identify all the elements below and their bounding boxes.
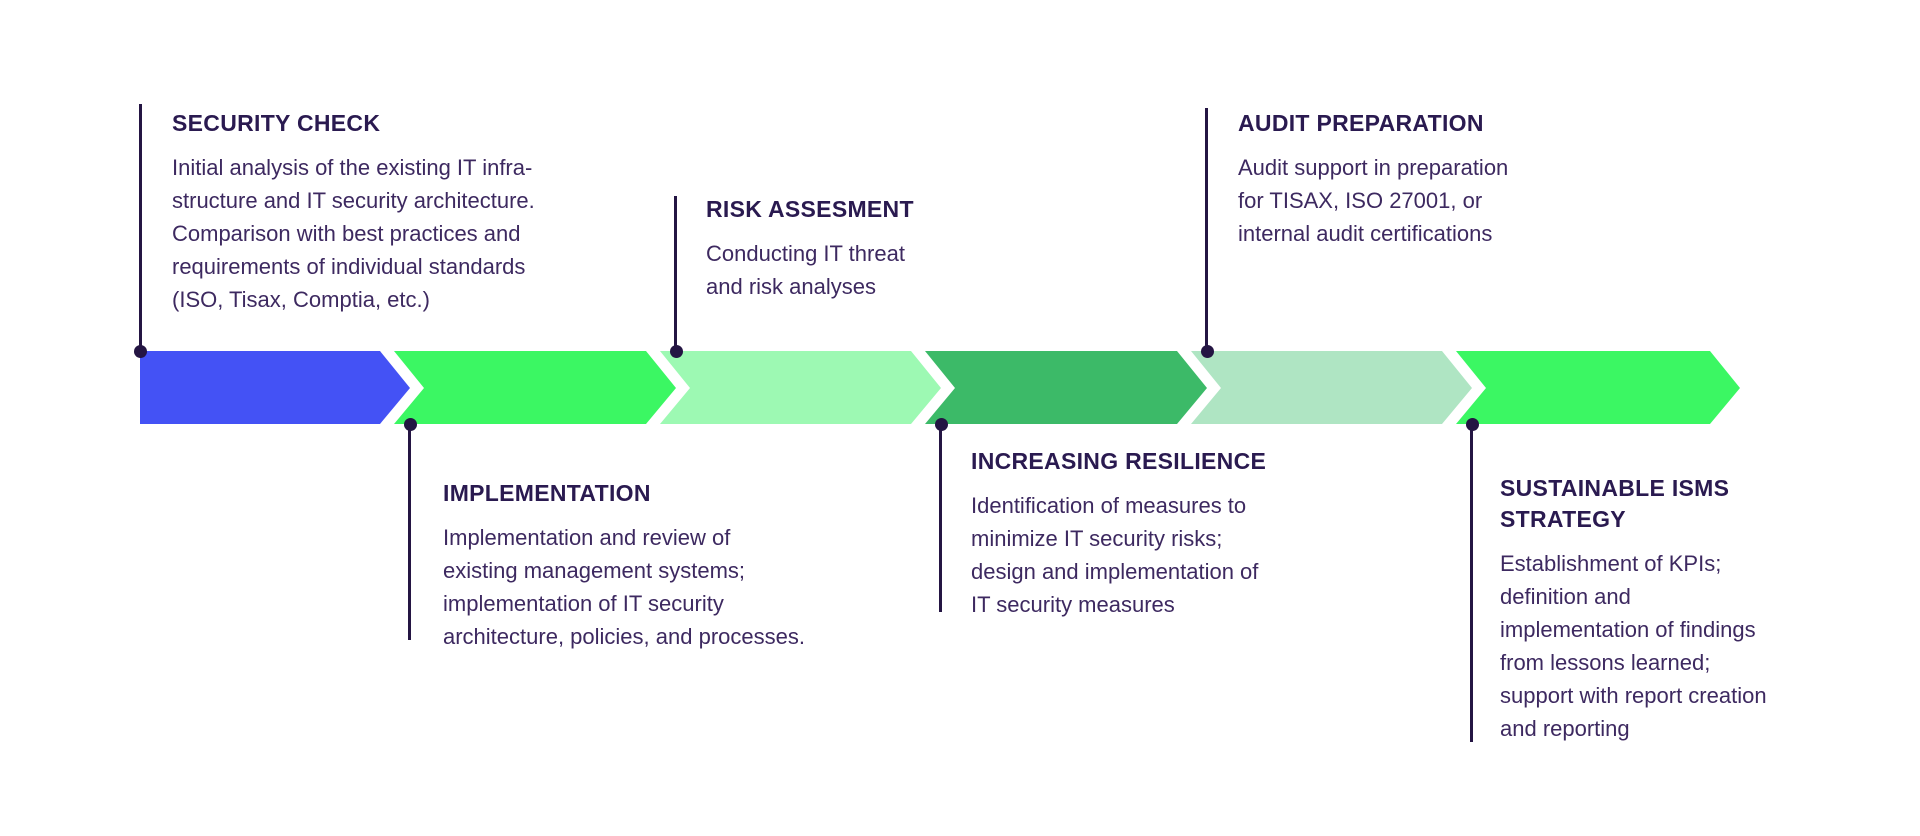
stage-description-security-check: Initial analysis of the existing IT infr… [172,155,535,313]
stage-description-sustainable-isms-strategy: Establishment of KPIs; definition and im… [1500,551,1767,742]
dot-security-check [134,345,147,358]
arrow-audit-preparation [1191,351,1472,424]
stage-label-security-check: SECURITY CHECK Initial analysis of the e… [172,108,535,316]
stage-title-audit-preparation: AUDIT PREPARATION [1238,110,1484,136]
connector-security-check [139,104,142,351]
arrow-increasing-resilience [925,351,1207,424]
arrow-risk-assesment [660,351,941,424]
stage-label-risk-assesment: RISK ASSESMENT Conducting IT threat and … [706,194,914,303]
stage-description-risk-assesment: Conducting IT threat and risk analyses [706,241,905,300]
connector-risk-assesment [674,196,677,351]
stage-title-risk-assesment: RISK ASSESMENT [706,196,914,222]
stage-label-audit-preparation: AUDIT PREPARATION Audit support in prepa… [1238,108,1508,250]
dot-audit-preparation [1201,345,1214,358]
connector-sustainable-isms-strategy [1470,424,1473,742]
stage-description-audit-preparation: Audit support in preparation for TISAX, … [1238,155,1509,247]
stage-label-increasing-resilience: INCREASING RESILIENCE Identification of … [971,446,1266,621]
stage-description-implementation: Implementation and review of existing ma… [443,525,805,650]
dot-sustainable-isms-strategy [1466,418,1479,431]
stage-title-security-check: SECURITY CHECK [172,110,381,136]
arrow-sustainable-isms-strategy [1456,351,1740,424]
arrow-security-check [140,351,410,424]
stage-title-sustainable-isms-strategy: SUSTAINABLE ISMS STRATEGY [1500,475,1730,533]
stage-label-implementation: IMPLEMENTATION Implementation and review… [443,478,805,653]
connector-implementation [408,424,411,640]
dot-implementation [404,418,417,431]
dot-increasing-resilience [935,418,948,431]
connector-audit-preparation [1205,108,1208,351]
stage-description-increasing-resilience: Identification of measures to minimize I… [971,493,1259,618]
stage-title-implementation: IMPLEMENTATION [443,480,651,506]
dot-risk-assesment [670,345,683,358]
stage-label-sustainable-isms-strategy: SUSTAINABLE ISMS STRATEGY Establishment … [1500,473,1767,745]
arrow-implementation [394,351,676,424]
connector-increasing-resilience [939,424,942,612]
stage-title-increasing-resilience: INCREASING RESILIENCE [971,448,1267,474]
